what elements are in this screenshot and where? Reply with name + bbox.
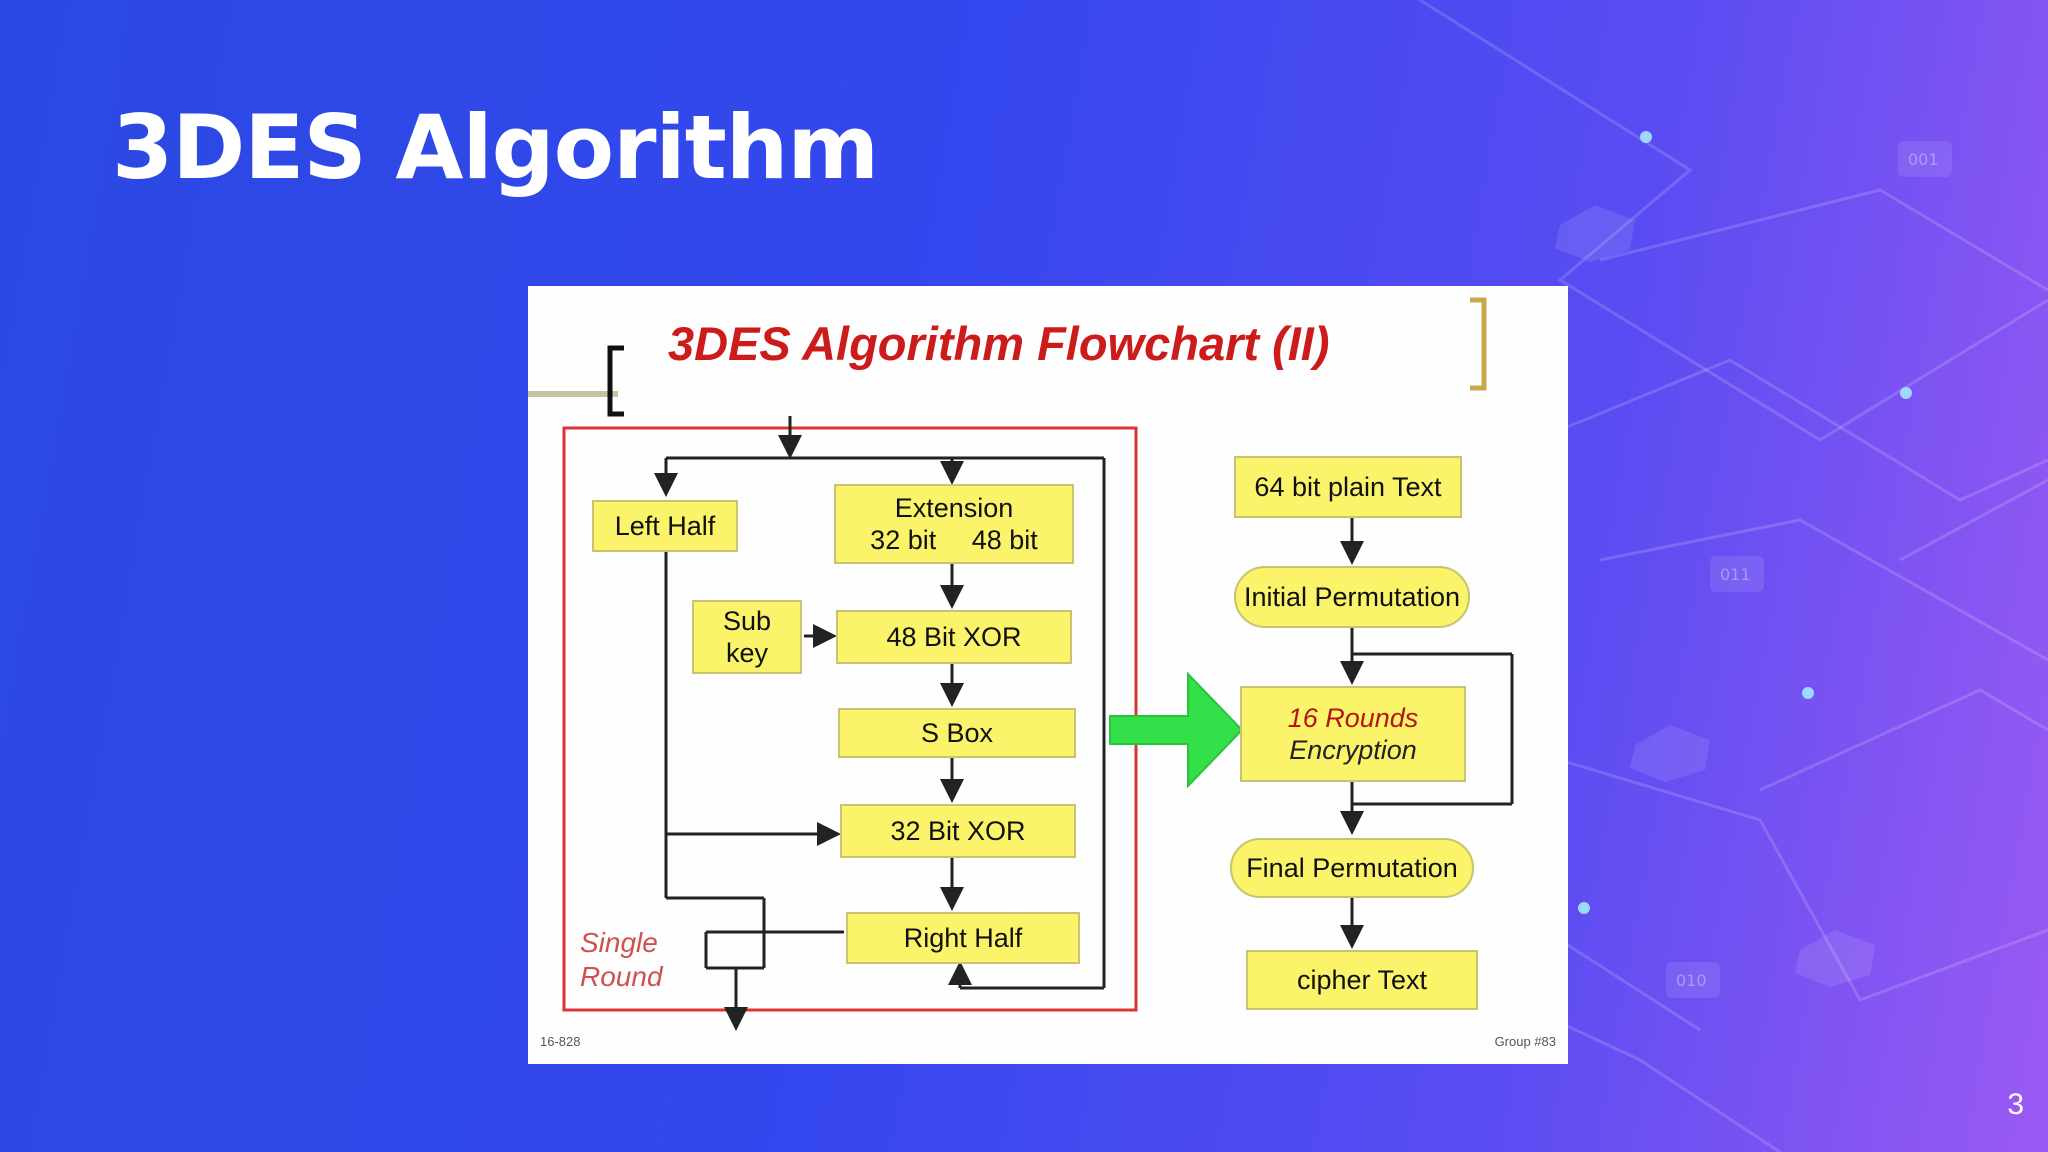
sub-key-label-2: key <box>725 638 769 668</box>
right-half-box: Right Half <box>846 912 1080 964</box>
decor-badge-text: 001 <box>1908 150 1939 169</box>
sub-key-box: Sub key <box>692 600 802 674</box>
extension-from-label: 32 bit <box>870 525 937 555</box>
flowchart-title: 3DES Algorithm Flowchart (II) <box>668 317 1330 370</box>
decor-badge-text: 011 <box>1720 565 1751 584</box>
left-half-box: Left Half <box>592 500 738 552</box>
extension-to-label: 48 bit <box>971 525 1038 555</box>
footer-note-right: Group #83 <box>1494 1034 1556 1049</box>
footer-note-left: 16-828 <box>540 1034 581 1049</box>
single-round-label: Single Round <box>580 926 663 994</box>
decor-badge-text: 010 <box>1676 971 1707 990</box>
extension-box: Extension 32 bit 48 bit <box>834 484 1074 564</box>
plain-text-box: 64 bit plain Text <box>1234 456 1462 518</box>
rounds-encryption-box: 16 Rounds Encryption <box>1240 686 1466 782</box>
slide-title: 3DES Algorithm <box>112 96 879 199</box>
encryption-label: Encryption <box>1289 735 1417 765</box>
final-permutation-box: Final Permutation <box>1230 838 1474 898</box>
flowchart-lines <box>528 297 1514 1031</box>
xor48-box: 48 Bit XOR <box>836 610 1072 664</box>
cipher-text-box: cipher Text <box>1246 950 1478 1010</box>
flowchart-image: 3DES Algorithm Flowchart (II) Left Half … <box>528 286 1568 1064</box>
slide-number: 3 <box>2007 1088 2024 1121</box>
sub-key-label-1: Sub <box>722 605 772 636</box>
extension-label: Extension <box>894 492 1014 523</box>
initial-permutation-box: Initial Permutation <box>1234 566 1470 628</box>
single-round-label-1: Single <box>580 927 658 958</box>
xor32-box: 32 Bit XOR <box>840 804 1076 858</box>
sbox-box: S Box <box>838 708 1076 758</box>
single-round-label-2: Round <box>580 961 663 992</box>
rounds-label: 16 Rounds <box>1287 702 1419 733</box>
